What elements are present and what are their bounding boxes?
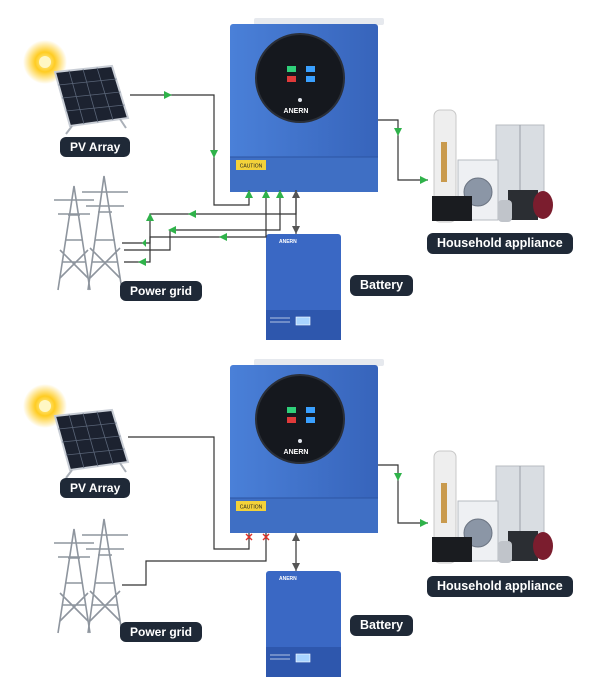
solar-panel-icon bbox=[53, 408, 130, 479]
battery-unit: ANERN bbox=[266, 234, 341, 340]
battery-flow-arrows bbox=[292, 533, 300, 571]
battery-label: Battery bbox=[350, 615, 414, 636]
pv-array-label: PV Array bbox=[60, 137, 131, 157]
power-tower-icon bbox=[54, 175, 128, 291]
battery-flow-arrows bbox=[292, 190, 300, 234]
inverter-unit: CAUTION ANERN bbox=[230, 359, 384, 533]
diagram-grid-connected: CAUTION ANERN ANERN bbox=[0, 0, 608, 345]
battery-unit: ANERN bbox=[266, 571, 341, 677]
power-grid-label: Power grid bbox=[120, 281, 203, 301]
diagram-graphics: CAUTION ANERN ANERN bbox=[23, 18, 553, 340]
solar-panel-icon bbox=[53, 64, 130, 135]
flow-arrows bbox=[138, 91, 428, 266]
inverter-brand: ANERN bbox=[284, 108, 309, 115]
diagram-grid-disconnected: CAUTION ANERN ANERN bbox=[0, 345, 608, 690]
diagram-graphics: CAUTION ANERN ANERN bbox=[23, 359, 553, 677]
power-grid-label: Power grid bbox=[120, 622, 203, 642]
battery-label: Battery bbox=[350, 275, 414, 296]
caution-label: CAUTION bbox=[240, 505, 263, 511]
household-appliances-icon bbox=[432, 450, 553, 564]
household-appliance-label: Household appliance bbox=[427, 233, 573, 254]
disconnect-marks bbox=[245, 533, 270, 541]
inverter-unit: CAUTION ANERN bbox=[230, 18, 384, 192]
household-appliances-icon bbox=[432, 109, 553, 223]
pv-array-label: PV Array bbox=[60, 478, 131, 498]
household-appliance-label: Household appliance bbox=[427, 576, 573, 597]
flow-arrows bbox=[394, 473, 428, 527]
battery-brand: ANERN bbox=[279, 239, 297, 245]
power-tower-icon bbox=[54, 518, 128, 634]
inverter-brand: ANERN bbox=[284, 449, 309, 456]
caution-label: CAUTION bbox=[240, 164, 263, 170]
battery-brand: ANERN bbox=[279, 576, 297, 582]
